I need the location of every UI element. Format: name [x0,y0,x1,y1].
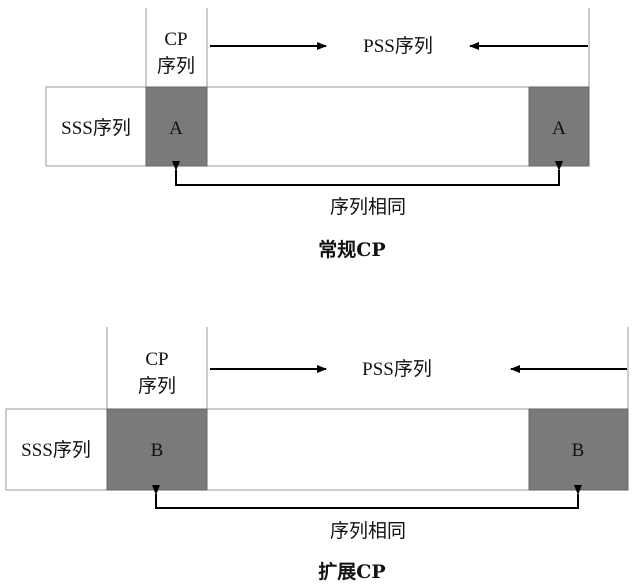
cp-block-left-label: B [151,440,164,461]
cp-block-right-label: A [552,118,566,139]
cp-label-line2: 序列 [138,375,176,397]
caption-extended-cp: 扩展CP [318,561,385,583]
sss-label: SSS序列 [61,117,131,139]
sss-label: SSS序列 [21,439,91,461]
cp-label-line1: CP [164,29,187,50]
pss-box [146,87,589,166]
cp-label-line1: CP [145,349,168,370]
pss-label: PSS序列 [363,35,433,57]
cp-block-left-label: A [169,118,183,139]
pss-label: PSS序列 [362,358,432,380]
normal-cp-diagram: CP 序列 PSS序列 SSS序列 A A 序列相同 常规CP [46,8,589,261]
extended-cp-diagram: CP 序列 PSS序列 SSS序列 B B 序列相同 扩展CP [6,327,628,583]
same-sequence-label: 序列相同 [330,196,406,218]
same-sequence-label: 序列相同 [330,520,406,542]
cp-block-right-label: B [572,440,585,461]
cp-label-line2: 序列 [157,55,195,77]
caption-normal-cp: 常规CP [318,238,385,261]
